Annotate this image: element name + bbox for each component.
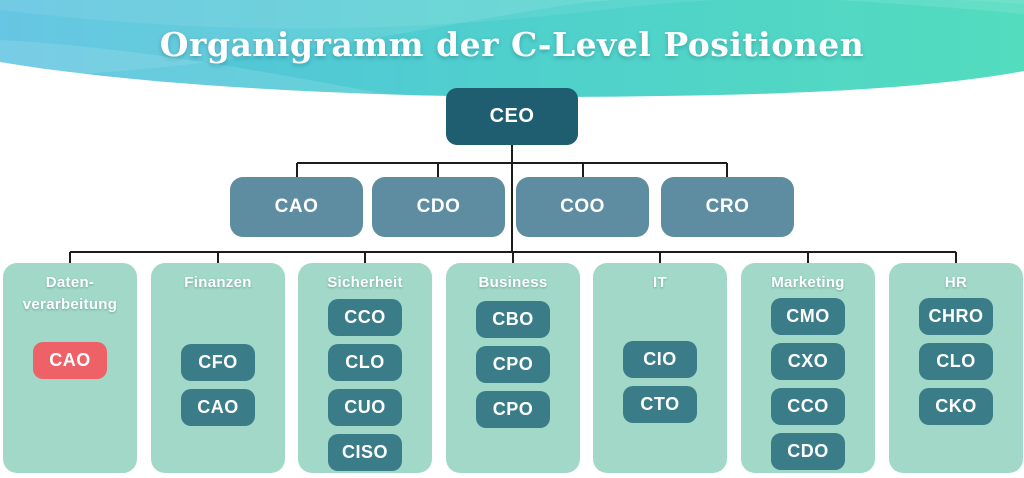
role-box-cao-highlighted: CAO — [33, 341, 107, 379]
role-box-cfo: CFO — [181, 343, 255, 381]
role-list: CFO CAO — [181, 343, 255, 426]
column-title: Daten- verarbeitung — [22, 274, 118, 313]
column-title: Business — [478, 274, 548, 291]
role-list: CMO CXO CCO CDO — [771, 297, 845, 470]
column-title: IT — [653, 274, 667, 291]
role-box-cco: CCO — [328, 298, 402, 336]
column-title: HR — [944, 274, 968, 291]
role-list: CIO CTO — [623, 340, 697, 423]
department-column-it: IT CIO CTO — [593, 263, 727, 473]
role-list: CAO — [33, 341, 107, 379]
role-list: CBO CPO CPO — [476, 300, 550, 428]
role-box-cuo: CUO — [328, 388, 402, 426]
column-title: Finanzen — [184, 274, 252, 291]
node-cro: CRO — [661, 177, 794, 237]
department-column-business: Business CBO CPO CPO — [446, 263, 580, 473]
role-list: CCO CLO CUO CISO — [328, 298, 402, 471]
department-column-sicherheit: Sicherheit CCO CLO CUO CISO — [298, 263, 432, 473]
role-list: CHRO CLO CKO — [919, 297, 993, 425]
department-column-hr: HR CHRO CLO CKO — [889, 263, 1023, 473]
role-box-cdo: CDO — [771, 432, 845, 470]
department-column-marketing: Marketing CMO CXO CCO CDO — [741, 263, 875, 473]
department-column-datenverarbeitung: Daten- verarbeitung CAO — [3, 263, 137, 473]
role-box-clo: CLO — [328, 343, 402, 381]
role-box-chro: CHRO — [919, 297, 993, 335]
role-box-cbo: CBO — [476, 300, 550, 338]
node-ceo: CEO — [446, 88, 578, 145]
role-box-ciso: CISO — [328, 433, 402, 471]
node-cdo: CDO — [372, 177, 505, 237]
role-box-cpo: CPO — [476, 390, 550, 428]
role-box-cto: CTO — [623, 385, 697, 423]
page-title: Organigramm der C-Level Positionen — [159, 25, 865, 64]
header-banner — [0, 0, 1024, 97]
role-box-cko: CKO — [919, 387, 993, 425]
column-title: Sicherheit — [327, 274, 403, 291]
role-box-cao: CAO — [181, 388, 255, 426]
role-box-cmo: CMO — [771, 297, 845, 335]
role-box-cio: CIO — [623, 340, 697, 378]
role-box-cpo: CPO — [476, 345, 550, 383]
role-box-cco: CCO — [771, 387, 845, 425]
department-column-finanzen: Finanzen CFO CAO — [151, 263, 285, 473]
node-cao: CAO — [230, 177, 363, 237]
column-title: Marketing — [771, 274, 845, 291]
role-box-clo: CLO — [919, 342, 993, 380]
node-coo: COO — [516, 177, 649, 237]
role-box-cxo: CXO — [771, 342, 845, 380]
